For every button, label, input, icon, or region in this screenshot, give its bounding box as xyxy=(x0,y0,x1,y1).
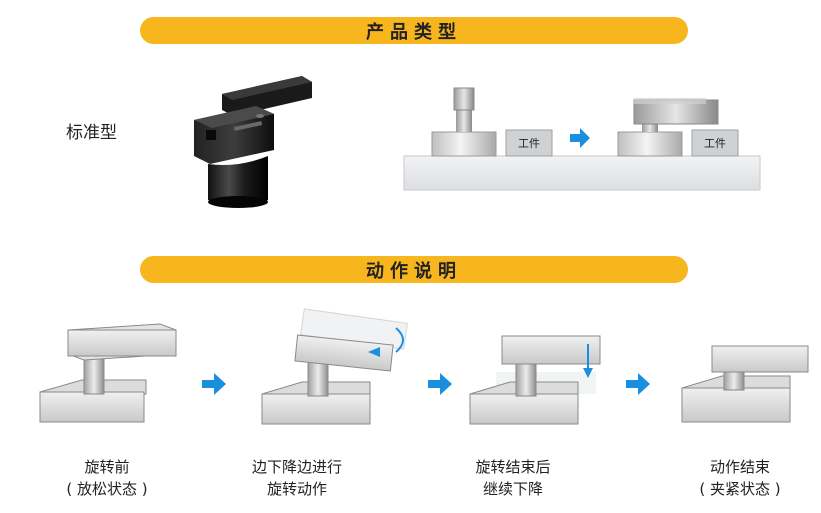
workpiece-label-left: 工件 xyxy=(518,137,540,150)
step-2-illustration xyxy=(261,308,408,425)
product-type-schematic: 工件 工件 xyxy=(403,87,761,191)
step-4-line1: 动作结束 xyxy=(709,458,770,476)
step-1-line1: 旋转前 xyxy=(84,458,130,476)
step-2-line2: 旋转动作 xyxy=(266,480,327,498)
workpiece-left: 工件 xyxy=(505,129,553,157)
action-illustrations xyxy=(39,308,809,425)
section-title-product-types: 产品类型 xyxy=(366,21,462,43)
step-3-illustration xyxy=(469,335,601,425)
section-title-action: 动作说明 xyxy=(366,260,462,282)
step-1-caption: 旋转前 ( 放松状态 ) xyxy=(52,456,162,500)
product-photo-rotary-clamp xyxy=(194,76,312,208)
right-arrow-icon xyxy=(570,128,590,148)
step-3-line2: 继续下降 xyxy=(482,480,543,498)
step-2-line1: 边下降边进行 xyxy=(251,458,342,476)
step-3-caption: 旋转结束后 继续下降 xyxy=(458,456,568,500)
step-4-caption: 动作结束 ( 夹紧状态 ) xyxy=(680,456,800,500)
step-1-illustration xyxy=(39,323,177,423)
right-arrow-icon xyxy=(202,373,226,395)
workpiece-label-right: 工件 xyxy=(704,137,726,150)
machine-table xyxy=(403,155,761,191)
step-4-illustration xyxy=(681,345,809,423)
section-banner-product-types: 产品类型 xyxy=(140,17,688,44)
workpiece-right: 工件 xyxy=(691,129,739,157)
section-banner-action: 动作说明 xyxy=(140,256,688,283)
step-3-line1: 旋转结束后 xyxy=(475,458,551,476)
step-1-line2: ( 放松状态 ) xyxy=(66,480,148,498)
right-arrow-icon xyxy=(626,373,650,395)
right-arrow-icon xyxy=(428,373,452,395)
step-4-line2: ( 夹紧状态 ) xyxy=(699,480,781,498)
step-2-caption: 边下降边进行 旋转动作 xyxy=(232,456,362,500)
product-type-label: 标准型 xyxy=(66,123,117,143)
